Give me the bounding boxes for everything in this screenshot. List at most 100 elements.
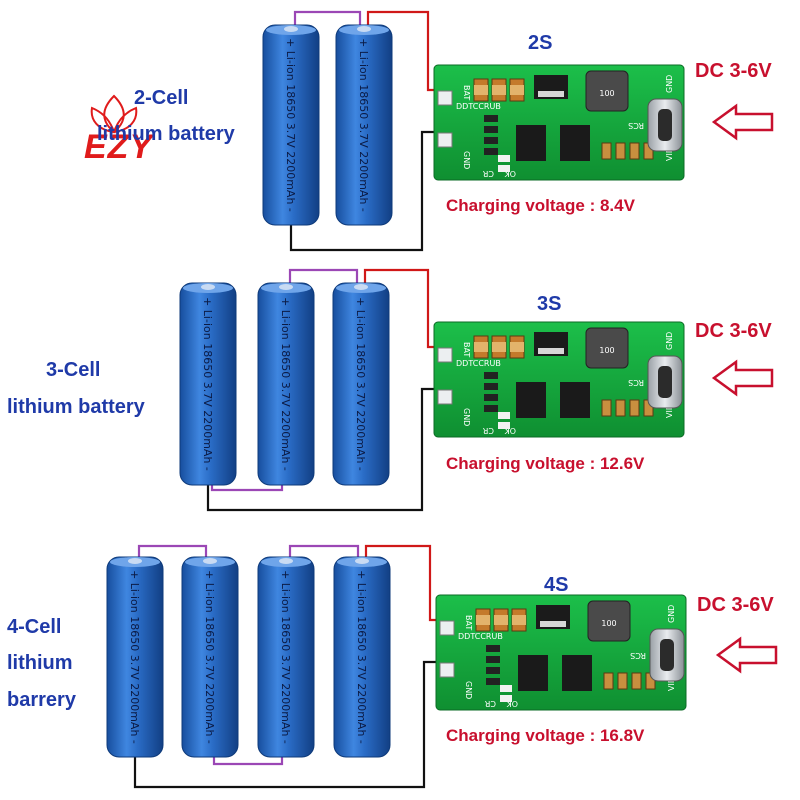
logo-text: EZY xyxy=(84,128,154,166)
charging-voltage-label: Charging voltage : 8.4V xyxy=(446,196,635,215)
ok-label: OK xyxy=(506,699,518,708)
battery-terminal xyxy=(355,558,369,564)
usb-c-opening xyxy=(658,366,672,398)
resistor xyxy=(486,678,500,685)
rcs-label: RCS xyxy=(628,121,644,130)
resistor xyxy=(486,645,500,652)
battery-label: + Li-ion 18650 3.7V 2200mAh - xyxy=(201,297,214,471)
ic-chip xyxy=(560,125,590,161)
series-link-wire xyxy=(212,755,284,766)
section-2s: + Li-ion 18650 3.7V 2200mAh - + Li-ion 18… xyxy=(262,10,774,252)
led xyxy=(498,422,510,429)
capacitor-band xyxy=(476,615,490,625)
ok-label: OK xyxy=(504,169,516,178)
series-link-wire xyxy=(137,544,208,559)
resistor xyxy=(484,372,498,379)
input-arrow-icon xyxy=(715,636,778,674)
capacitor xyxy=(601,399,612,417)
charging-voltage-label: Charging voltage : 12.6V xyxy=(446,454,645,473)
input-voltage-label: DC 3-6V xyxy=(697,594,774,616)
capacitor-band xyxy=(494,615,508,625)
resistor xyxy=(484,115,498,122)
model-label: DDTCCRUB xyxy=(456,102,501,111)
capacitor xyxy=(615,142,626,160)
rcs-label: RCS xyxy=(630,651,646,660)
cell-label-line: 4-Cell xyxy=(7,616,62,638)
capacitor-band xyxy=(474,85,488,95)
config-label: 3S xyxy=(537,293,562,315)
negative-wire xyxy=(133,660,444,789)
positive-wire xyxy=(364,544,444,622)
led xyxy=(500,695,512,702)
ic-chip xyxy=(516,125,546,161)
battery-label: + Li-ion 18650 3.7V 2200mAh - xyxy=(355,570,368,744)
bat-pad xyxy=(437,90,453,106)
resistor xyxy=(484,126,498,133)
resistor xyxy=(486,667,500,674)
mosfet-tab xyxy=(540,621,566,627)
input-voltage-label: DC 3-6V xyxy=(695,60,772,82)
battery-label: + Li-ion 18650 3.7V 2200mAh - xyxy=(128,570,141,744)
usb-c-opening xyxy=(660,639,674,671)
resistor xyxy=(484,394,498,401)
input-arrow-icon xyxy=(711,103,774,141)
cell-label-line: barrery xyxy=(7,689,76,711)
battery-terminal xyxy=(201,284,215,290)
capacitor-band xyxy=(510,342,524,352)
resistor xyxy=(484,383,498,390)
cell-label-line: lithium battery xyxy=(97,123,235,145)
section-3s: + Li-ion 18650 3.7V 2200mAh - + Li-ion 18… xyxy=(179,268,774,512)
series-link-wire xyxy=(293,10,362,27)
positive-wire xyxy=(363,268,442,349)
capacitor xyxy=(629,142,640,160)
led xyxy=(498,165,510,172)
cr-label: CR xyxy=(484,699,496,708)
battery-cell: + Li-ion 18650 3.7V 2200mAh - xyxy=(257,556,315,758)
rcs-label: RCS xyxy=(628,378,644,387)
capacitor-band xyxy=(512,615,526,625)
negative-wire xyxy=(206,387,442,512)
model-label: DDTCCRUB xyxy=(456,359,501,368)
cell-label-line: 3-Cell xyxy=(46,359,101,381)
battery-terminal xyxy=(279,558,293,564)
input-voltage-label: DC 3-6V xyxy=(695,320,772,342)
battery-terminal xyxy=(203,558,217,564)
resistor xyxy=(484,405,498,412)
usb-c-opening xyxy=(658,109,672,141)
battery-terminal xyxy=(284,26,298,32)
battery-cell: + Li-ion 18650 3.7V 2200mAh - xyxy=(179,282,237,486)
vin-label: VIN xyxy=(665,404,674,418)
positive-wire xyxy=(366,10,442,92)
gnd-pad xyxy=(439,662,455,678)
led xyxy=(498,412,510,419)
model-label: DDTCCRUB xyxy=(458,632,503,641)
series-link-wire xyxy=(288,544,360,559)
resistor xyxy=(486,656,500,663)
config-label: 4S xyxy=(544,574,569,596)
bat-label: BAT xyxy=(464,615,473,630)
capacitor-band xyxy=(492,342,506,352)
gnd-pad xyxy=(437,389,453,405)
cell-label-line: 2-Cell xyxy=(134,87,189,109)
battery-terminal xyxy=(357,26,371,32)
negative-wire xyxy=(289,130,442,252)
battery-label: + Li-ion 18650 3.7V 2200mAh - xyxy=(203,570,216,744)
inductor-label: 100 xyxy=(599,89,614,98)
battery-cell: + Li-ion 18650 3.7V 2200mAh - xyxy=(335,24,393,226)
battery-cell: + Li-ion 18650 3.7V 2200mAh - xyxy=(333,556,391,758)
resistor xyxy=(484,137,498,144)
ic-chip xyxy=(560,382,590,418)
capacitor xyxy=(617,672,628,690)
bat-pad xyxy=(437,347,453,363)
capacitor-band xyxy=(492,85,506,95)
vin-label: VIN xyxy=(665,147,674,161)
ic-chip xyxy=(562,655,592,691)
battery-cell: + Li-ion 18650 3.7V 2200mAh - xyxy=(262,24,320,226)
battery-cell: + Li-ion 18650 3.7V 2200mAh - xyxy=(257,282,315,486)
cell-label-line: lithium xyxy=(7,652,73,674)
vin-label: VIN xyxy=(667,677,676,691)
gnd-label: GND xyxy=(464,681,473,699)
section-4s: + Li-ion 18650 3.7V 2200mAh - + Li-ion 18… xyxy=(106,544,778,789)
